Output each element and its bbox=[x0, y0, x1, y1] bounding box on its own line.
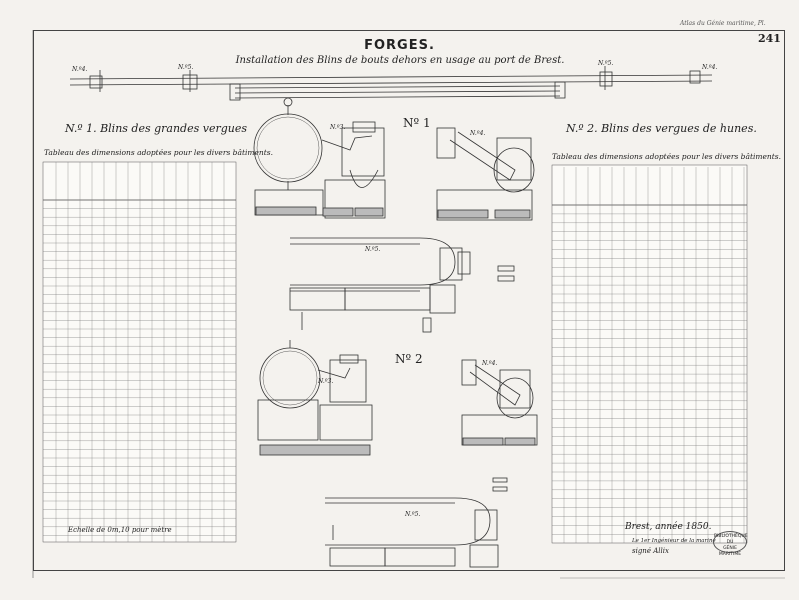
page-number: 241 bbox=[758, 32, 781, 45]
boom-label-1: N.º4. bbox=[72, 66, 88, 73]
figure-n5-label-upper: N.º5. bbox=[365, 246, 381, 253]
figure-n5-upper bbox=[289, 237, 515, 333]
figure-n4-label-upper: N.º4. bbox=[470, 130, 486, 137]
left-table-rows bbox=[43, 162, 236, 542]
series-note: Atlas du Génie maritime, Pl. bbox=[680, 20, 766, 27]
figure-no1-label: Nº 1 bbox=[403, 116, 431, 130]
right-table-grid bbox=[551, 164, 748, 544]
figure-no1-yard-collar bbox=[253, 97, 386, 219]
plate-subtitle: Installation des Blins de bouts dehors e… bbox=[235, 55, 565, 66]
figure-n4-label-lower: N.º4. bbox=[482, 360, 498, 367]
figure-no2-label: Nº 2 bbox=[395, 352, 423, 366]
place-date: Brest, année 1850. bbox=[625, 522, 712, 532]
figure-n5-label-lower: N.º5. bbox=[405, 511, 421, 518]
figure-no2-topmast-collar bbox=[257, 340, 373, 456]
engineer-note: Le 1er Ingénieur de la marine bbox=[632, 538, 716, 544]
right-section-title: N.º 2. Blins des vergues de hunes. bbox=[566, 122, 757, 135]
boom-drawing bbox=[69, 66, 713, 101]
boom-label-2: N.º5. bbox=[178, 64, 194, 71]
plate-frame bbox=[33, 30, 785, 571]
right-table-rows bbox=[552, 167, 747, 543]
stamp-line-2: DU bbox=[726, 540, 734, 545]
stamp-line-1: BIBLIOTHÈQUE bbox=[714, 534, 748, 539]
figure-n3-label-upper: N.º3. bbox=[330, 124, 346, 131]
plate-title: FORGES. bbox=[364, 38, 435, 53]
figure-n4-upper bbox=[436, 127, 535, 221]
library-stamp: BIBLIOTHÈQUE DU GÉNIE MARITIME bbox=[713, 531, 748, 557]
left-table-grid bbox=[42, 161, 237, 543]
stamp-line-3: GÉNIE MARITIME bbox=[718, 546, 742, 557]
left-table-caption: Tableau des dimensions adoptées pour les… bbox=[44, 148, 273, 157]
scale-note: Echelle de 0m,10 pour mètre bbox=[68, 526, 172, 534]
signature: signé Allix bbox=[632, 547, 669, 555]
boom-label-3: N.º5. bbox=[598, 60, 614, 67]
figure-n3-label-lower: N.º3. bbox=[318, 378, 334, 385]
figure-n5-lower bbox=[325, 477, 508, 568]
boom-label-4: N.º4. bbox=[702, 64, 718, 71]
left-section-title: N.º 1. Blins des grandes vergues bbox=[65, 122, 248, 135]
figure-n4-lower bbox=[461, 359, 538, 446]
right-table-caption: Tableau des dimensions adoptées pour les… bbox=[552, 152, 781, 161]
